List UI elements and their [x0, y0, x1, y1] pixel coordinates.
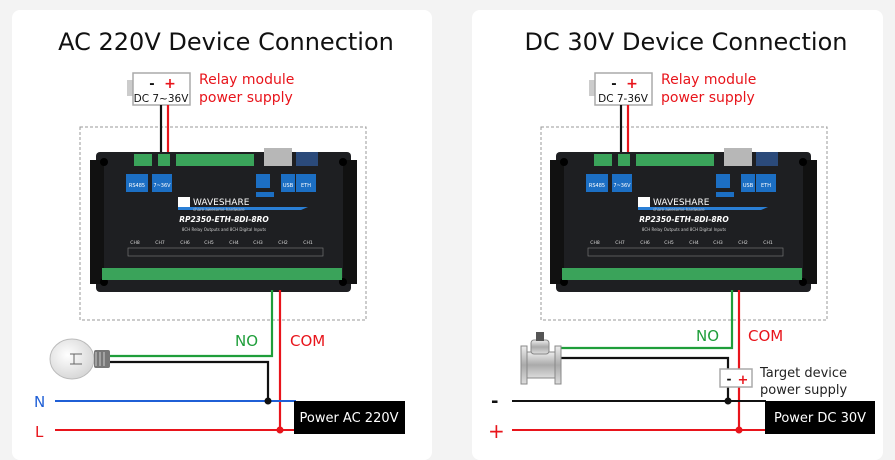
channel-label: CH8	[590, 240, 600, 246]
junction-dot	[276, 426, 284, 434]
neutral-label: N	[34, 393, 45, 411]
com-label: COM	[748, 327, 783, 345]
port-label: USB	[743, 183, 754, 189]
module-boundary	[540, 126, 828, 321]
power-label: Power AC 220V	[299, 411, 398, 426]
no-wire	[108, 290, 274, 358]
waveshare-logo-icon	[178, 197, 190, 207]
supply-minus: -	[611, 77, 616, 92]
channel-label: CH8	[130, 240, 140, 246]
port-label: ETH	[761, 183, 771, 189]
port-label: USB	[283, 183, 294, 189]
board-brand: WAVESHARE	[653, 198, 710, 208]
load-negative-wire	[560, 356, 730, 401]
waveshare-logo-icon	[638, 197, 650, 207]
channel-label: CH2	[738, 240, 748, 246]
supply-voltage: DC 7-36V	[598, 93, 649, 105]
relay-power-supply: - + DC 7-36V	[589, 72, 653, 106]
positive-label: +	[488, 419, 505, 443]
target-plus: +	[738, 373, 749, 388]
supply-label: Relay module	[661, 72, 756, 88]
relay-board: RS485 7~36V USB ETH WAVESHARE share awes…	[89, 147, 358, 293]
channel-label: CH4	[689, 240, 699, 246]
channel-label: CH7	[615, 240, 625, 246]
com-label: COM	[290, 332, 325, 350]
panel-title: AC 220V Device Connection	[58, 28, 394, 56]
supply-plus: +	[164, 76, 176, 92]
supply-minus: -	[149, 77, 154, 92]
supply-label: Relay module	[199, 72, 294, 88]
supply-label: power supply	[199, 90, 293, 106]
board-model: RP2350-ETH-8DI-8RO	[179, 215, 269, 224]
board-tagline: share awesome hardware	[193, 207, 245, 212]
port-label: RS485	[589, 183, 605, 189]
no-wire	[556, 290, 734, 350]
live-label: L	[35, 423, 44, 441]
supply-label: power supply	[661, 90, 755, 106]
supply-plus: +	[626, 76, 638, 92]
port-label: RS485	[129, 183, 145, 189]
supply-voltage: DC 7~36V	[134, 93, 190, 105]
no-label: NO	[235, 332, 258, 350]
channel-label: CH1	[303, 240, 313, 246]
board-tagline: share awesome hardware	[653, 207, 705, 212]
channel-label: CH2	[278, 240, 288, 246]
power-source-box	[765, 401, 875, 434]
channel-label: CH1	[763, 240, 773, 246]
channel-label: CH7	[155, 240, 165, 246]
target-power-supply: - +	[719, 368, 753, 388]
channel-label: CH5	[664, 240, 674, 246]
load-neutral-wire	[108, 360, 270, 401]
board-model: RP2350-ETH-8DI-8RO	[639, 215, 729, 224]
port-label: 7~36V	[613, 183, 631, 189]
negative-label: -	[491, 391, 498, 412]
channel-label: CH6	[640, 240, 650, 246]
panel-title: DC 30V Device Connection	[525, 28, 848, 56]
board-brand: WAVESHARE	[193, 198, 250, 208]
channel-label: CH4	[229, 240, 239, 246]
junction-dot	[724, 397, 732, 405]
target-minus: -	[727, 372, 732, 386]
port-label: 7~36V	[153, 183, 171, 189]
wiring-diagram: AC 220V Device Connection - + DC 7~36V R…	[34, 28, 875, 443]
port-label: ETH	[301, 183, 311, 189]
channel-label: CH3	[713, 240, 723, 246]
board-description: 8CH Relay Outputs and 8CH Digital Inputs	[182, 227, 266, 232]
channel-label: CH3	[253, 240, 263, 246]
solenoid-valve-icon	[520, 332, 562, 385]
board-description: 8CH Relay Outputs and 8CH Digital Inputs	[642, 227, 726, 232]
power-label: Power DC 30V	[774, 411, 866, 426]
module-boundary	[79, 126, 367, 321]
target-label: Target device	[759, 366, 847, 381]
junction-dot	[264, 397, 272, 405]
power-source-box	[294, 401, 405, 434]
target-label: power supply	[760, 383, 847, 398]
light-bulb-icon	[49, 338, 110, 380]
no-label: NO	[696, 327, 719, 345]
channel-label: CH5	[204, 240, 214, 246]
channel-label: CH6	[180, 240, 190, 246]
relay-board: RS485 7~36V USB ETH WAVESHARE share awes…	[549, 147, 818, 293]
junction-dot	[735, 426, 743, 434]
relay-power-supply: - + DC 7~36V	[127, 72, 191, 106]
